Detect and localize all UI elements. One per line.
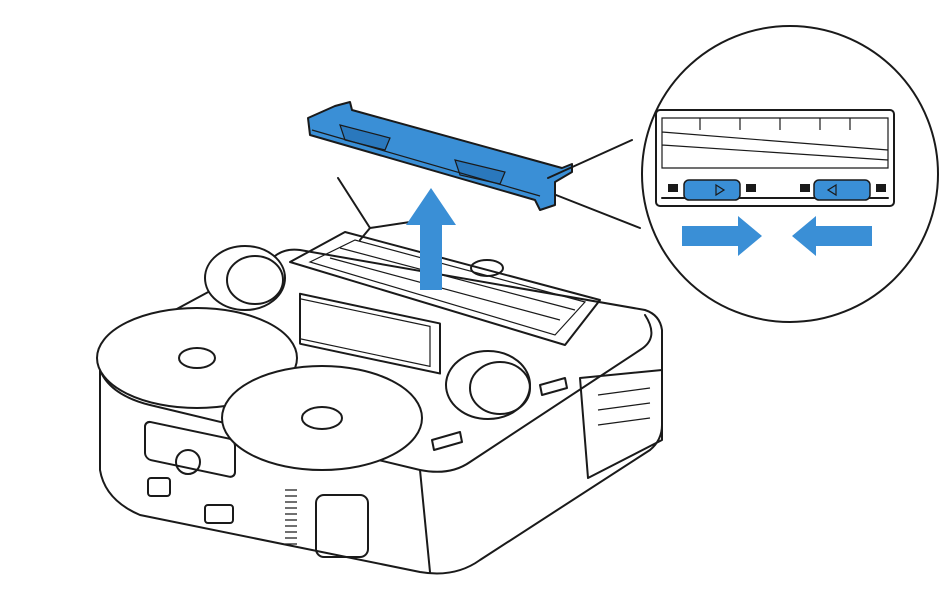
mop-pad-right <box>221 365 423 471</box>
latch-left <box>683 179 741 201</box>
wheel-right <box>445 350 531 420</box>
arrow-right-icon <box>682 216 762 256</box>
arrow-left-icon <box>792 216 872 256</box>
wheel-left <box>204 245 286 311</box>
brush-cover <box>307 101 573 211</box>
vent-grille <box>285 489 297 545</box>
detail-callout <box>547 25 939 323</box>
arrow-up-icon <box>406 188 456 290</box>
latch-right <box>813 179 871 201</box>
robot-vacuum-body <box>96 177 663 575</box>
